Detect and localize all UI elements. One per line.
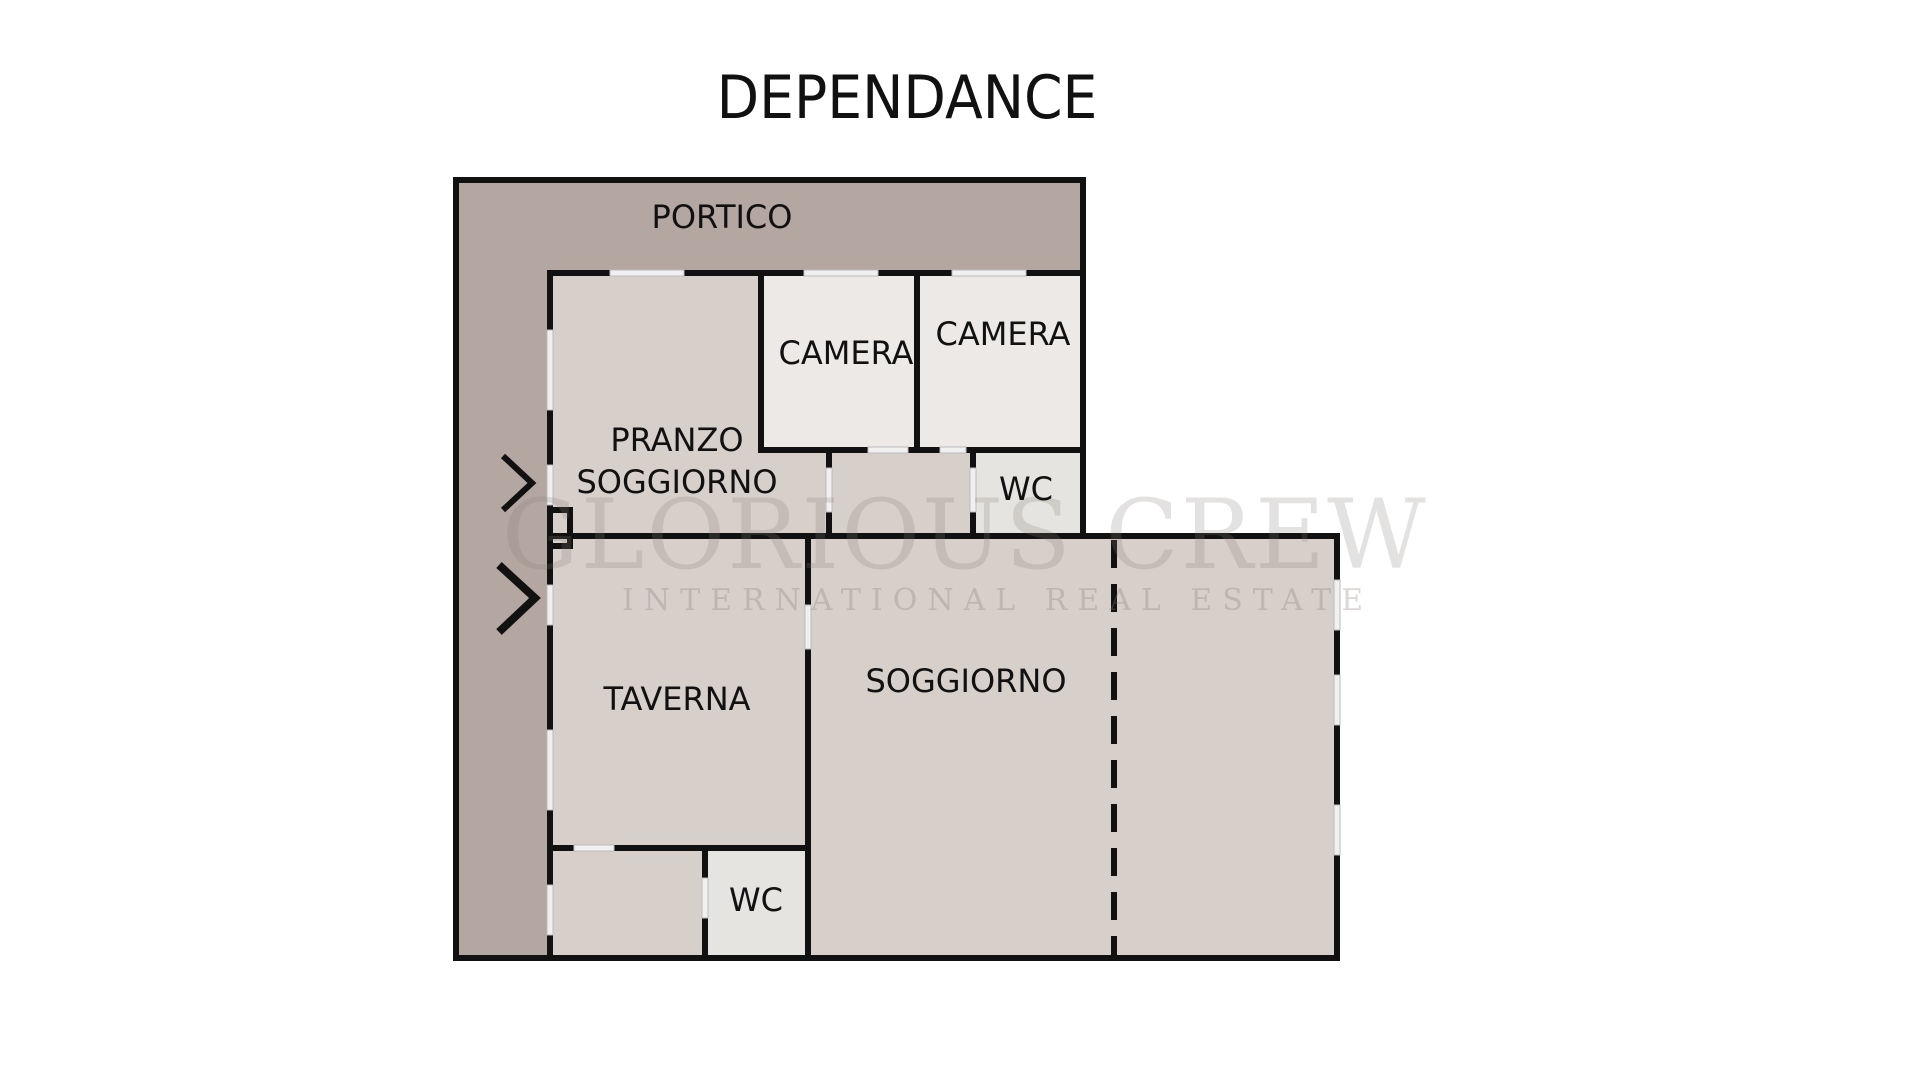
wc-upper-room bbox=[973, 450, 1083, 536]
portico-area bbox=[456, 180, 1083, 958]
soggiorno-room bbox=[808, 536, 1337, 958]
room-label-camera-1: CAMERA bbox=[779, 334, 914, 372]
camera-room-2 bbox=[917, 273, 1083, 450]
entrance-arrow-icon bbox=[500, 453, 537, 513]
room-label-wc-upper: WC bbox=[999, 470, 1053, 508]
room-label-soggiorno: SOGGIORNO bbox=[865, 662, 1066, 700]
wc-lower-room bbox=[705, 848, 808, 958]
room-label-pranzo-soggiorno: SOGGIORNO bbox=[576, 463, 777, 501]
watermark-brand: GLORIOUS CREW bbox=[502, 479, 1428, 591]
room-label-wc-lower: WC bbox=[729, 881, 783, 919]
camera-room-1 bbox=[761, 273, 917, 450]
watermark-tagline: INTERNATIONAL REAL ESTATE bbox=[622, 583, 1373, 618]
room-label-taverna: TAVERNA bbox=[602, 680, 750, 718]
room-label-pranzo: PRANZO bbox=[610, 421, 743, 459]
taverna-room bbox=[550, 536, 808, 848]
pranzo-lower-strip bbox=[761, 450, 829, 536]
windows bbox=[546, 269, 1341, 936]
storage-room bbox=[550, 848, 705, 958]
entrance-arrow-icon bbox=[496, 562, 541, 635]
room-label-camera-2: CAMERA bbox=[936, 315, 1071, 353]
plan-title: DEPENDANCE bbox=[716, 63, 1098, 133]
hallway-room bbox=[829, 450, 973, 536]
pranzo-soggiorno-room bbox=[550, 273, 761, 536]
room-label-portico: PORTICO bbox=[652, 198, 793, 236]
